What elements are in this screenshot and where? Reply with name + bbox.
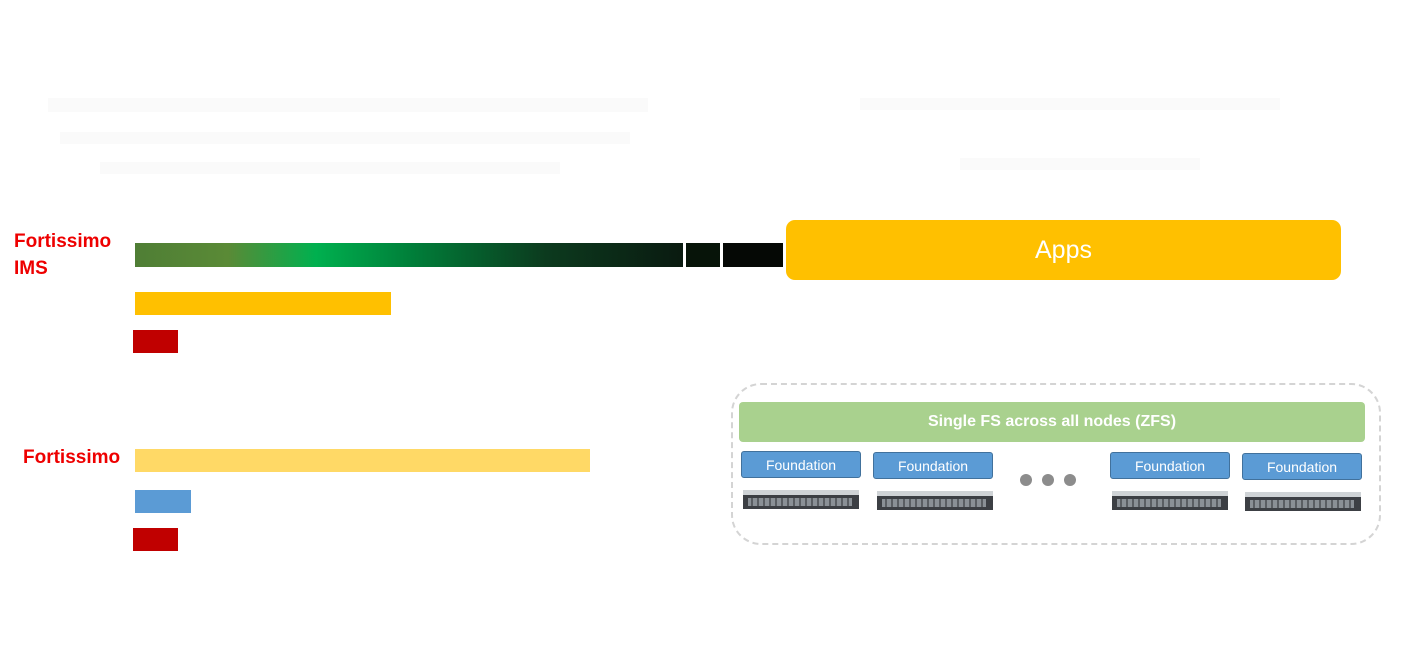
blue-bar [135, 490, 191, 513]
filesystem-label: Single FS across all nodes (ZFS) [927, 413, 1177, 430]
faint-background-text [860, 98, 1280, 110]
faint-background-text [960, 158, 1200, 170]
ellipsis-icon [1020, 474, 1076, 486]
faint-background-text [60, 132, 630, 144]
faint-background-text [48, 98, 648, 112]
red-bar [133, 528, 178, 551]
cluster-frame [731, 383, 1381, 545]
foundation-node-2: Foundation [873, 452, 993, 479]
dot [1042, 474, 1054, 486]
rack-server-icon [1112, 491, 1228, 510]
apps-box: Apps [786, 220, 1341, 280]
dark-segment [723, 243, 783, 267]
foundation-node-4: Foundation [1242, 453, 1362, 480]
light-yellow-bar [135, 449, 590, 472]
gradient-bar [135, 243, 683, 267]
label-line-1: Fortissimo [14, 231, 112, 252]
dot [1064, 474, 1076, 486]
faint-background-text [100, 162, 560, 174]
rack-server-icon [1245, 492, 1361, 511]
foundation-node-3: Foundation [1110, 452, 1230, 479]
fortissimo-ims-label: Fortissimo IMS [14, 228, 111, 282]
red-bar [133, 330, 178, 353]
apps-label: Apps [1035, 235, 1092, 264]
label-line-2: IMS [14, 258, 48, 279]
rack-server-icon [877, 491, 993, 510]
yellow-bar [135, 292, 391, 315]
filesystem-bar: Single FS across all nodes (ZFS) [739, 402, 1365, 442]
dark-segment [686, 243, 720, 267]
foundation-node-1: Foundation [741, 451, 861, 478]
dot [1020, 474, 1032, 486]
fortissimo-label: Fortissimo [23, 447, 121, 468]
rack-server-icon [743, 490, 859, 509]
